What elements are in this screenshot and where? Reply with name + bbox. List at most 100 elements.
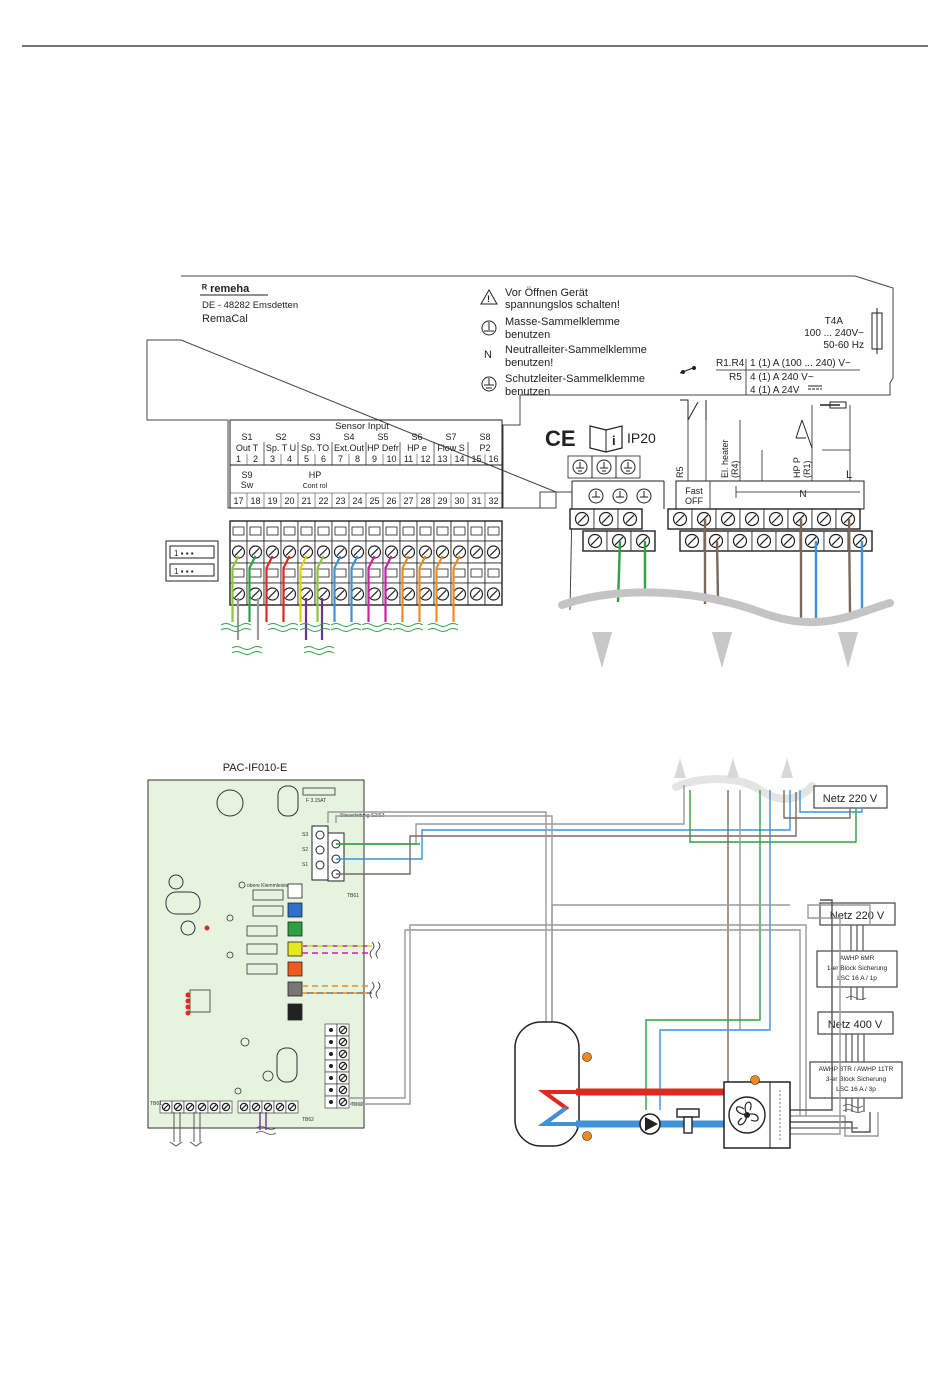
warning-triangle-icon: ! xyxy=(480,288,498,305)
svg-text:1 ▪ ▪ ▪: 1 ▪ ▪ ▪ xyxy=(174,567,194,576)
fuse-frequency: 50-60 Hz xyxy=(823,340,864,351)
fuse-label: T4A xyxy=(825,316,844,327)
sensor-pin-6: 6 xyxy=(321,454,326,464)
svg-text:LSC 16 A / 1p: LSC 16 A / 1p xyxy=(837,975,877,982)
cable-entry-wave xyxy=(558,588,894,627)
label-hp-p-sub: (R1) xyxy=(802,460,812,478)
label-n: N xyxy=(799,489,806,500)
sensor-pin-27: 27 xyxy=(403,496,413,506)
sensor-pin-13: 13 xyxy=(437,454,447,464)
warning-3-line2: benutzen! xyxy=(505,357,553,369)
sensor-code-s7: S7 xyxy=(445,432,456,442)
pac-terminal-tb61: S1 S2 S3 TB61 xyxy=(302,825,359,899)
sensor-pin-19: 19 xyxy=(267,496,277,506)
sensor-pin-12: 12 xyxy=(420,454,430,464)
pac-tb61-label: TB61 xyxy=(347,893,359,899)
sensor-name-s4: Ext.Out xyxy=(334,443,365,453)
label-l: L xyxy=(846,469,852,481)
sensor-code-s4: S4 xyxy=(343,432,354,442)
sensor-pin-14: 14 xyxy=(454,454,464,464)
sensor-pin-20: 20 xyxy=(284,496,294,506)
plug-connector-icons: 1 ▪ ▪ ▪ 1 ▪ ▪ ▪ xyxy=(165,540,219,582)
sensor-pin-25: 25 xyxy=(369,496,379,506)
svg-text:Netz 220 V: Netz 220 V xyxy=(830,910,885,922)
pac-klemme-label: obere Klemmleiste xyxy=(247,883,289,889)
netz-220-top-box: Netz 220 V xyxy=(813,785,888,809)
power-terminal-block xyxy=(569,508,873,552)
sensor-name-s6: HP e xyxy=(407,443,427,453)
svg-text:1 ▪ ▪ ▪: 1 ▪ ▪ ▪ xyxy=(174,549,194,558)
ip-rating: IP20 xyxy=(627,430,656,446)
sensor-pin-11: 11 xyxy=(404,454,413,464)
circulation-pump-icon xyxy=(639,1113,661,1135)
s9-name: Sw xyxy=(241,480,254,490)
warning-list: ! Vor Öffnen Gerät spannungslos schalten… xyxy=(480,287,647,398)
sensor-pin-15: 15 xyxy=(471,454,481,464)
svg-text:!: ! xyxy=(487,294,490,304)
pac-s3: S3 xyxy=(302,832,308,838)
warning-2-line1: Masse-Sammelklemme xyxy=(505,316,620,328)
svg-text:Netz 400 V: Netz 400 V xyxy=(828,1019,883,1031)
model-name: RemaCal xyxy=(202,313,248,325)
warning-4-line2: benutzen xyxy=(505,386,550,398)
sensor-name-s2: Sp. T U xyxy=(266,443,296,453)
pac-tb-bottom2-label: TB62 xyxy=(302,1117,314,1123)
warning-1-line2: spannungslos schalten! xyxy=(505,299,620,311)
label-el-heater-sub: (R4) xyxy=(730,460,740,478)
pac-s1: S1 xyxy=(302,862,308,868)
sensor-pin-29: 29 xyxy=(437,496,447,506)
pac-to-supply-wires xyxy=(327,785,879,1137)
warning-3-line1: Neutralleiter-Sammelklemme xyxy=(505,344,647,356)
sensor-pin-28: 28 xyxy=(420,496,430,506)
neutral-n-icon: N xyxy=(484,349,492,361)
cable-entry-arrows xyxy=(592,632,858,668)
manual-info-icon: i xyxy=(589,425,623,453)
controller-housing xyxy=(146,275,894,611)
sensor-pin-5: 5 xyxy=(304,454,309,464)
sensor-pin-22: 22 xyxy=(318,496,328,506)
sensor-code-s6: S6 xyxy=(411,432,422,442)
sensor-pin-24: 24 xyxy=(352,496,362,506)
svg-text:1-er Block Sicherung: 1-er Block Sicherung xyxy=(827,965,888,972)
svg-text:AWHP 8TR / AWHP 11TR: AWHP 8TR / AWHP 11TR xyxy=(819,1066,894,1073)
pac-s2: S2 xyxy=(302,847,308,853)
sensor-pin-9: 9 xyxy=(372,454,377,464)
relay-contact-icon xyxy=(679,366,696,374)
sensor-code-s5: S5 xyxy=(377,432,388,442)
supply-hydraulic-section: Netz 220 V Netz 220 V AWHP 6MR 1-er Bloc… xyxy=(327,758,903,1149)
sensor-pin-30: 30 xyxy=(454,496,464,506)
sensor-name-s1: Out T xyxy=(236,443,259,453)
sensor-pin-31: 31 xyxy=(471,496,481,506)
label-hp-p: HP P xyxy=(792,457,802,478)
brand-name: ᴿ remeha xyxy=(202,283,250,295)
r5-value: 4 (1) A 240 V~ xyxy=(750,372,814,383)
sensor-name-s8: P2 xyxy=(479,443,490,453)
supply-feed-lines xyxy=(842,925,867,1113)
flow-sensor-icon xyxy=(676,1108,700,1134)
svg-text:3-er Block Sicherung: 3-er Block Sicherung xyxy=(826,1076,887,1083)
svg-text:Netz 220 V: Netz 220 V xyxy=(823,793,878,805)
sensor-pin-3: 3 xyxy=(270,454,275,464)
sensor-code-s1: S1 xyxy=(241,432,252,442)
sensor-pin-18: 18 xyxy=(250,496,260,506)
awhp6-fuse-box: AWHP 6MR 1-er Block Sicherung LSC 16 A /… xyxy=(816,950,898,988)
svg-text:AWHP 6MR: AWHP 6MR xyxy=(840,955,875,962)
sensor-pin-17: 17 xyxy=(233,496,243,506)
hp-control-sub: Cont rol xyxy=(303,483,328,490)
sensor-pin-21: 21 xyxy=(301,496,311,506)
sensor-code-s2: S2 xyxy=(275,432,286,442)
ground-icon xyxy=(481,320,497,336)
sensor-name-s5: HP Defr xyxy=(367,443,399,453)
sensor-wires xyxy=(220,555,461,655)
pac-terminal-bottom xyxy=(159,1100,299,1114)
warning-4-line1: Schutzleiter-Sammelklemme xyxy=(505,373,645,385)
protective-earth-icon xyxy=(481,376,497,392)
earth-terminal-symbols xyxy=(567,455,652,504)
r1r4-label: R1.R4 xyxy=(716,358,745,369)
sensor-pin-7: 7 xyxy=(338,454,343,464)
pac-fuse-label: F 3.15AT xyxy=(306,798,326,804)
supply-up-arrows xyxy=(674,758,793,778)
label-r5: R5 xyxy=(675,466,685,478)
label-fast: Fast xyxy=(685,486,703,496)
